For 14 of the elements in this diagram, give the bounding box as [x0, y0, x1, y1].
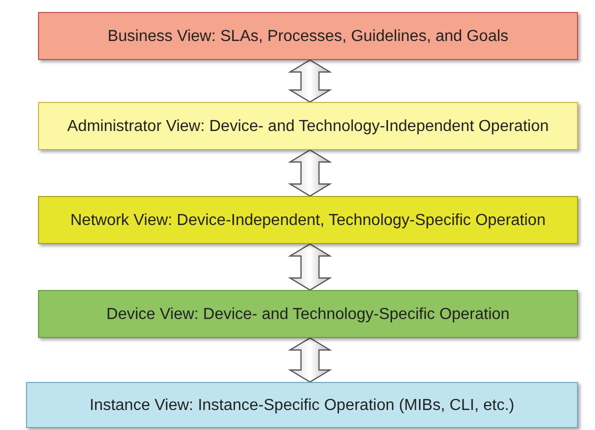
view-box: [38, 196, 578, 244]
view-label: Business View: SLAs, Processes, Guidelines, and Goals: [106, 26, 510, 46]
view-label: Network View: Device-Independent, Technology-Specific Operation: [69, 210, 547, 230]
view-box: [26, 382, 578, 428]
double-arrow: [288, 149, 332, 197]
view-box: [38, 102, 578, 150]
view-label: Administrator View: Device- and Technology-Independent Operation: [66, 116, 550, 136]
view-box: [38, 290, 578, 338]
double-arrow: [288, 59, 332, 103]
double-arrow: [288, 243, 332, 291]
view-box: [38, 12, 578, 60]
view-label: Device View: Device- and Technology-Specific Operation: [105, 304, 511, 324]
view-label: Instance View: Instance-Specific Operation (MIBs, CLI, etc.): [88, 396, 516, 414]
double-arrow: [288, 337, 332, 383]
